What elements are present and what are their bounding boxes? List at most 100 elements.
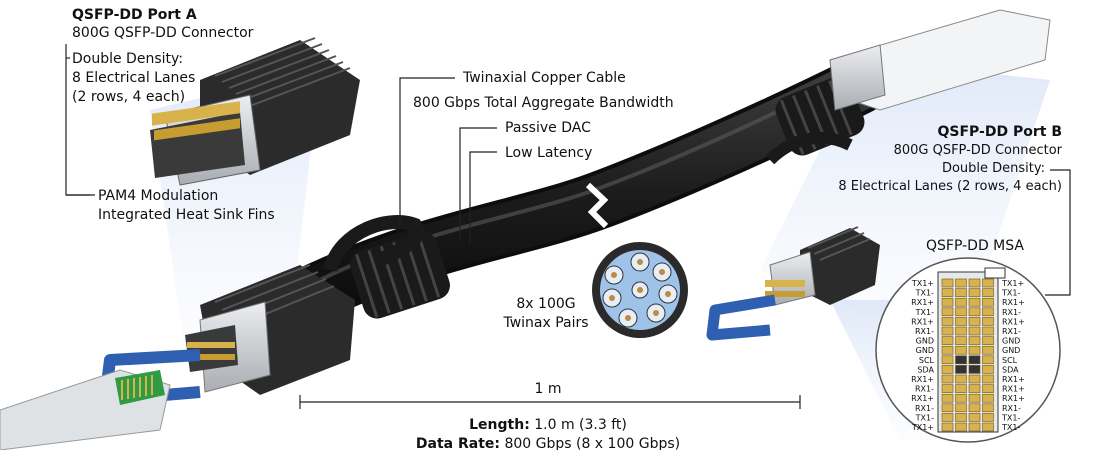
msa-pin-contact	[955, 374, 967, 384]
cable-latency: Low Latency	[505, 145, 592, 161]
msa-pin-contact	[982, 336, 994, 345]
msa-pin-left-label: RX1+	[911, 375, 934, 384]
port-a-feature-2: Integrated Heat Sink Fins	[98, 207, 275, 223]
msa-pin-contact	[955, 317, 967, 326]
msa-pin-right-label: SDA	[1002, 365, 1019, 374]
msa-pin-left-label: RX1-	[915, 327, 934, 336]
port-a-feature-1: PAM4 Modulation	[98, 188, 218, 204]
port-b-subtitle: 800G QSFP-DD Connector	[894, 143, 1063, 158]
msa-pin-contact	[982, 355, 994, 365]
msa-pin-contact	[968, 317, 981, 326]
msa-pin-contact	[968, 297, 981, 307]
port-a-subtitle: 800G QSFP-DD Connector	[72, 25, 254, 41]
msa-pin-contact	[982, 278, 994, 288]
msa-pin-contact	[968, 355, 981, 365]
msa-pin-left-label: SDA	[917, 365, 934, 374]
msa-pin-contact	[955, 365, 967, 374]
msa-pin-contact	[941, 336, 954, 345]
msa-pin-left-label: RX1+	[911, 394, 934, 403]
msa-pin-contact	[982, 345, 994, 355]
msa-pin-contact	[982, 365, 994, 374]
msa-pin-contact	[941, 365, 954, 374]
msa-pin-contact	[955, 336, 967, 345]
msa-pin-left-label: SCL	[919, 356, 935, 365]
msa-pin-grid: TX1+TX1+TX1-TX1-RX1+RX1+TX1-RX1-RX1+RX1+…	[911, 278, 1025, 432]
msa-pin-contact	[982, 297, 994, 307]
msa-pin-contact	[968, 288, 981, 297]
msa-pin-contact	[968, 413, 981, 422]
cable-cross-section	[592, 242, 688, 338]
msa-pin-contact	[982, 413, 994, 422]
msa-pin-right-label: RX1+	[1002, 375, 1025, 384]
msa-pin-right-label: SCL	[1002, 356, 1018, 365]
msa-pin-contact	[982, 393, 994, 403]
port-a-density-2: 8 Electrical Lanes	[72, 70, 195, 86]
msa-pin-left-label: GND	[916, 337, 934, 346]
port-a-connector-closeup	[150, 37, 360, 186]
msa-pin-contact	[941, 326, 954, 336]
msa-pin-contact	[968, 374, 981, 384]
msa-pin-contact	[982, 384, 994, 393]
msa-pin-contact	[955, 297, 967, 307]
port-a-density-1: Double Density:	[72, 51, 183, 67]
rate-value: 800 Gbps (8 x 100 Gbps)	[500, 436, 680, 450]
msa-pin-right-label: TX1+	[1001, 279, 1024, 288]
msa-pin-contact	[941, 422, 954, 432]
msa-pin-contact	[955, 345, 967, 355]
msa-pin-contact	[982, 317, 994, 326]
length-label: Length:	[469, 417, 530, 433]
cable-break-mark	[585, 182, 609, 229]
msa-pin-right-label: RX1+	[1002, 385, 1025, 394]
msa-pin-contact	[955, 422, 967, 432]
msa-pin-contact	[941, 278, 954, 288]
msa-pin-right-label: RX1-	[1002, 404, 1021, 413]
msa-title: QSFP-DD MSA	[926, 238, 1024, 254]
msa-pin-contact	[968, 403, 981, 413]
msa-pin-right-label: RX1-	[1002, 327, 1021, 336]
port-b-density-2: 8 Electrical Lanes (2 rows, 4 each)	[838, 179, 1062, 194]
port-b-connector	[706, 226, 880, 341]
cable-type: Passive DAC	[505, 120, 591, 136]
msa-pin-contact	[968, 384, 981, 393]
msa-pin-contact	[982, 374, 994, 384]
msa-pin-right-label: TX1-	[1001, 289, 1020, 298]
length-line: Length: 1.0 m (3.3 ft)	[469, 417, 627, 433]
msa-pin-contact	[968, 393, 981, 403]
msa-pin-left-label: TX1+	[911, 423, 934, 432]
port-a-connector	[0, 264, 355, 450]
cable-bandwidth: 800 Gbps Total Aggregate Bandwidth	[413, 95, 674, 111]
msa-pin-contact	[941, 384, 954, 393]
msa-pin-contact	[968, 278, 981, 288]
leader-lines	[65, 44, 1071, 296]
cable-name: Twinaxial Copper Cable	[462, 70, 626, 86]
msa-pin-contact	[955, 326, 967, 336]
msa-pin-right-label: TX1-	[1001, 423, 1020, 432]
port-b-density-1: Double Density:	[942, 161, 1045, 176]
port-a-title: QSFP-DD Port A	[72, 7, 197, 23]
msa-pin-contact	[955, 393, 967, 403]
msa-pin-contact	[968, 336, 981, 345]
strain-relief-left	[350, 231, 450, 319]
msa-pin-contact	[968, 422, 981, 432]
msa-pin-contact	[982, 403, 994, 413]
cable-tie-loop-right	[765, 131, 853, 165]
msa-pin-right-label: TX1-	[1001, 413, 1020, 422]
msa-pin-right-label: GND	[1002, 337, 1020, 346]
msa-pin-contact	[941, 374, 954, 384]
cable-pairs-1: 8x 100G	[516, 296, 575, 312]
port-a-density-3: (2 rows, 4 each)	[72, 89, 185, 105]
msa-pin-left-label: RX1-	[915, 385, 934, 394]
msa-pinout-diagram: TX1+TX1+TX1-TX1-RX1+RX1+TX1-RX1-RX1+RX1+…	[875, 257, 1061, 443]
msa-pin-contact	[982, 422, 994, 432]
msa-pin-contact	[982, 288, 994, 297]
msa-pin-left-label: TX1-	[915, 289, 934, 298]
msa-pin-contact	[982, 307, 994, 317]
port-b-module	[829, 9, 1051, 111]
msa-pin-contact	[941, 307, 954, 317]
msa-pin-contact	[955, 384, 967, 393]
msa-pin-left-label: RX1+	[911, 298, 934, 307]
msa-pin-left-label: TX1-	[915, 413, 934, 422]
msa-pin-contact	[941, 413, 954, 422]
msa-pin-contact	[968, 326, 981, 336]
